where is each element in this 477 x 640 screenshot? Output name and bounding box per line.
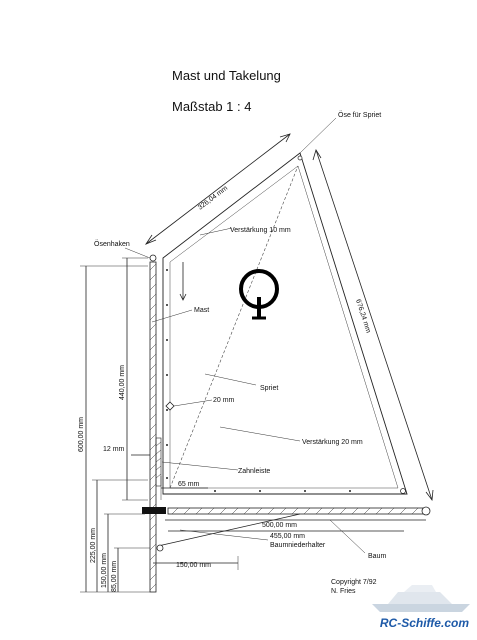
dim-225: 225,00 mm — [90, 528, 97, 563]
copyright-line-1: Copyright 7/92 — [331, 579, 377, 586]
gooseneck — [142, 507, 166, 514]
dim-500: 500,00 mm — [262, 522, 297, 529]
label-verstaerkung-20: Verstärkung 20 mm — [302, 439, 363, 446]
spriet-line — [169, 165, 299, 489]
dim-440: 440,00 mm — [119, 365, 126, 400]
scale-label: Maßstab 1 : 4 — [172, 99, 252, 114]
label-mast: Mast — [194, 307, 209, 314]
dim-150-vertical: 150,00 mm — [101, 553, 108, 588]
vang-line — [157, 513, 301, 547]
dim-600: 600,00 mm — [78, 417, 85, 452]
label-oese-spriet: Öse für Spriet — [338, 111, 381, 119]
dim-676: 676,24 mm — [354, 298, 372, 334]
watermark[interactable]: RC-Schiffe.com — [379, 616, 469, 630]
dim-85: 85,00 mm — [111, 561, 118, 592]
label-baum: Baum — [368, 553, 386, 560]
sail-insignia-icon — [239, 269, 279, 320]
label-zahnleiste: Zahnleiste — [238, 468, 270, 475]
boom-spar — [142, 506, 431, 552]
label-verstaerkung-10: Verstärkung 10 mm — [230, 227, 291, 234]
yacht-logo-icon — [372, 585, 470, 612]
dim-150-horizontal: 150,00 mm — [176, 562, 211, 569]
dim-455: 455,00 mm — [270, 533, 305, 540]
label-20mm: 20 mm — [213, 397, 235, 404]
dim-326: 326,04 mm — [197, 185, 229, 212]
label-12mm: 12 mm — [103, 446, 125, 453]
label-65mm: 65 mm — [178, 481, 200, 488]
spriet-fitting-icon — [165, 401, 175, 411]
label-oesenhaken: Ösenhaken — [94, 240, 130, 248]
mast-spar — [149, 254, 157, 593]
copyright-line-2: N. Fries — [331, 588, 356, 595]
oesenhaken-eye-icon — [149, 254, 157, 262]
label-baumniederhalter: Baumniederhalter — [270, 542, 326, 549]
sail-outline — [155, 152, 408, 495]
page-title: Mast und Takelung — [172, 68, 281, 83]
label-spriet: Spriet — [260, 385, 278, 392]
dimension-lines — [80, 133, 434, 593]
leader-lines — [124, 117, 366, 554]
copyright-block: Copyright 7/92 N. Fries — [331, 578, 377, 596]
